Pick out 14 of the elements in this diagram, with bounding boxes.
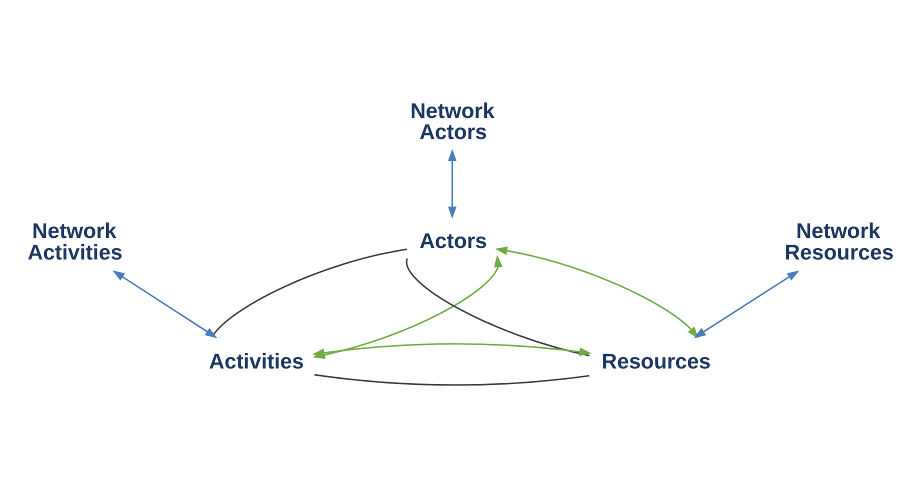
connector	[406, 258, 590, 356]
node-text: Network Actors	[410, 98, 494, 144]
node-text: Network Resources	[784, 219, 894, 265]
node-text: Resources	[601, 350, 710, 374]
arrow	[312, 343, 591, 357]
arrow	[447, 148, 456, 219]
arrow	[494, 246, 698, 339]
node-text: Network Activities	[27, 219, 122, 265]
node-text: Actors	[418, 229, 487, 254]
arrow	[693, 270, 799, 338]
connector	[314, 374, 589, 386]
connector	[211, 248, 407, 337]
arrow	[112, 270, 217, 338]
node-text: Activities	[208, 350, 304, 374]
